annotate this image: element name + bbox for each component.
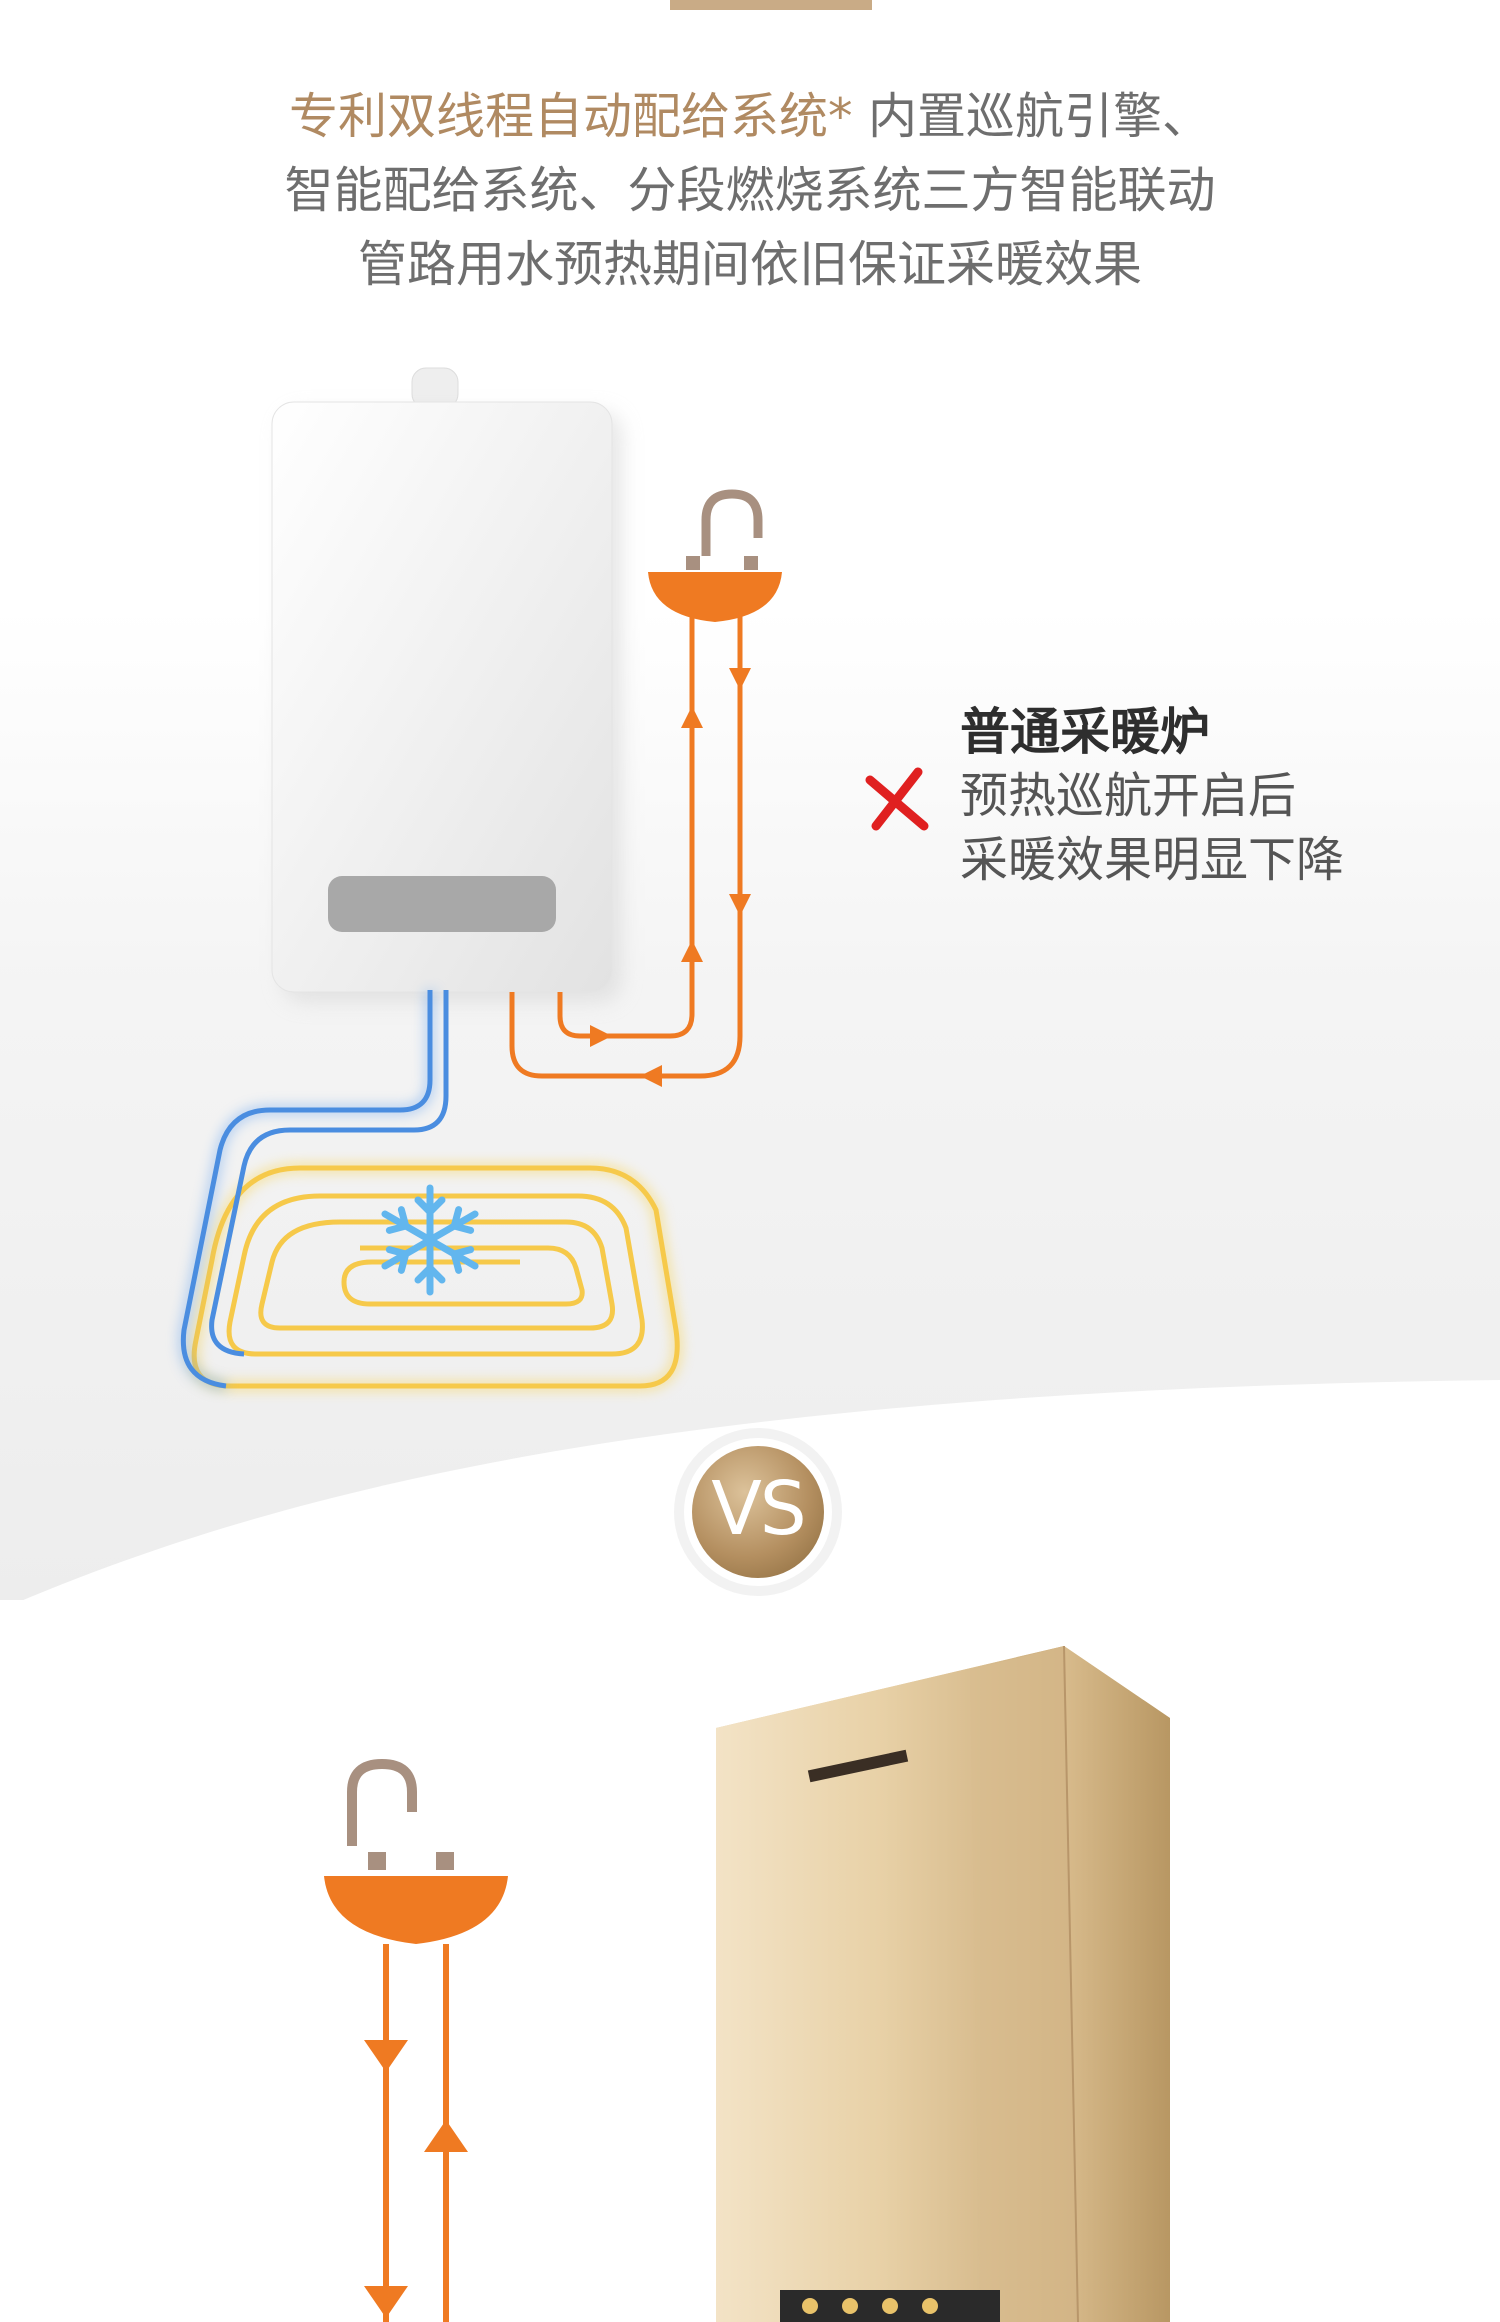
vs-label: VS <box>711 1466 807 1552</box>
snowflake-icon <box>381 1184 479 1296</box>
cross-icon <box>865 767 929 831</box>
ordinary-boiler-desc-2: 采暖效果明显下降 <box>960 832 1345 888</box>
top-accent-bar <box>670 0 872 10</box>
headline-line-1-rest: 内置巡航引擎、 <box>852 88 1212 145</box>
floor-heating-coil <box>178 990 683 1391</box>
ordinary-boiler <box>271 367 622 1002</box>
faucet-icon <box>648 489 782 622</box>
hot-water-loop-upper <box>509 612 743 1079</box>
faucet-icon-lower <box>324 1758 508 1944</box>
flow-arrows-upper <box>590 668 751 1087</box>
headline-line-2: 智能配给系统、分段燃烧系统三方智能联动 <box>284 162 1216 219</box>
headline-highlight: 专利双线程自动配给系统* <box>288 88 853 145</box>
hot-water-loop-lower <box>383 1944 449 2322</box>
headline-line-1: 专利双线程自动配给系统* 内置巡航引擎、 <box>150 80 1350 154</box>
flow-arrows-lower <box>364 2040 468 2318</box>
headline-line-3: 管路用水预热期间依旧保证采暖效果 <box>357 236 1142 293</box>
ordinary-boiler-desc-1: 预热巡航开启后 <box>960 768 1297 824</box>
ordinary-boiler-label: 普通采暖炉 预热巡航开启后 采暖效果明显下降 <box>960 700 1400 892</box>
boiler-display-bar <box>328 876 556 932</box>
product-boiler <box>716 1645 1170 2322</box>
background-top <box>0 0 1500 1600</box>
ordinary-boiler-title: 普通采暖炉 <box>960 703 1210 761</box>
control-panel <box>780 2290 1000 2322</box>
headline: 专利双线程自动配给系统* 内置巡航引擎、 智能配给系统、分段燃烧系统三方智能联动… <box>150 80 1350 302</box>
vs-badge-icon <box>674 1428 842 1596</box>
brand-logo <box>807 1749 909 1783</box>
